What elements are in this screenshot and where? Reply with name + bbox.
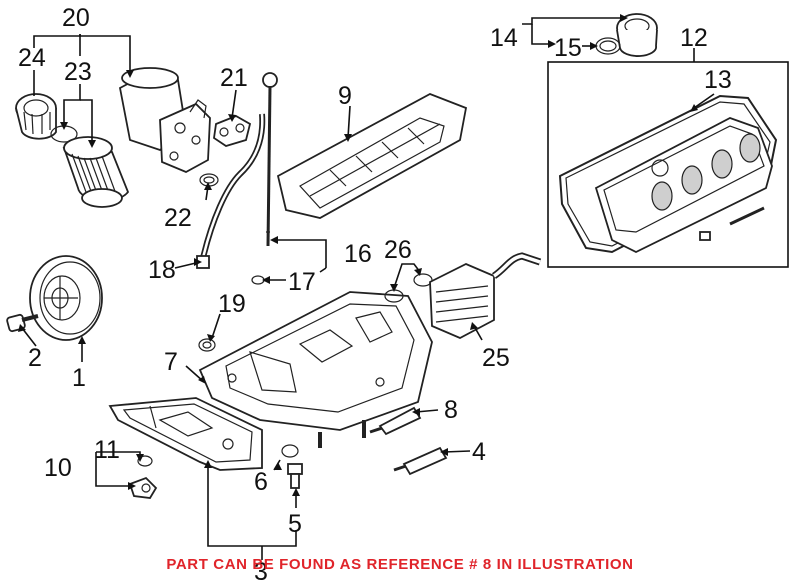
callout-20: 20 xyxy=(62,4,90,32)
callout-12: 12 xyxy=(680,24,708,52)
callout-15: 15 xyxy=(554,34,582,62)
oil-baffle-part xyxy=(276,93,468,219)
callout-21: 21 xyxy=(220,64,248,92)
callout-2: 2 xyxy=(28,344,42,372)
callout-19: 19 xyxy=(218,290,246,318)
dipstick-tube-part xyxy=(196,113,266,269)
callout-7: 7 xyxy=(164,348,178,376)
drain-plug-part xyxy=(287,463,303,489)
callout-13: 13 xyxy=(704,66,732,94)
callout-3: 3 xyxy=(254,558,268,583)
oil-filter-cap-part xyxy=(15,93,57,140)
callout-16: 16 xyxy=(344,240,372,268)
callout-25: 25 xyxy=(482,344,510,372)
callout-11: 11 xyxy=(94,436,120,464)
callout-4: 4 xyxy=(472,438,486,466)
oil-level-sensor-part xyxy=(128,476,158,499)
sealant-tube-2-part xyxy=(393,446,448,476)
callout-9: 9 xyxy=(338,82,352,110)
reference-note: PART CAN BE FOUND AS REFERENCE # 8 IN IL… xyxy=(166,556,634,573)
callout-17: 17 xyxy=(288,268,316,296)
valve-cover-part xyxy=(594,117,773,254)
sealant-tube-part xyxy=(369,406,422,436)
callout-26: 26 xyxy=(384,236,412,264)
drain-washer-part xyxy=(137,455,153,467)
callout-5: 5 xyxy=(288,510,302,538)
callout-22: 22 xyxy=(164,204,192,232)
housing-gasket-part xyxy=(213,115,252,147)
callout-14: 14 xyxy=(490,24,518,52)
crankshaft-pulley-part xyxy=(29,255,103,341)
oil-filter-element-part xyxy=(50,125,130,208)
pulley-bolt-part xyxy=(6,313,39,333)
callout-24: 24 xyxy=(18,44,46,72)
oil-filter-housing-part xyxy=(118,67,211,173)
oil-pan-seal-part xyxy=(198,338,216,352)
callout-10: 10 xyxy=(44,454,72,482)
lower-oil-pan-part xyxy=(108,397,263,471)
dipstick-part xyxy=(262,72,278,247)
callout-8: 8 xyxy=(444,396,458,424)
callout-6: 6 xyxy=(254,468,268,496)
callout-1: 1 xyxy=(72,364,86,392)
upper-oil-pan-part xyxy=(198,291,433,448)
callout-labels: 20 24 23 21 22 18 9 16 17 14 15 12 13 26… xyxy=(18,4,732,586)
arrowheads xyxy=(18,14,698,496)
drain-plug-seal-part xyxy=(281,444,299,458)
oil-filler-cap-part xyxy=(595,13,658,57)
oil-cooler-part xyxy=(429,252,542,339)
callout-23: 23 xyxy=(64,58,92,86)
callout-18: 18 xyxy=(148,256,176,284)
valve-cover-group-box xyxy=(547,61,789,268)
